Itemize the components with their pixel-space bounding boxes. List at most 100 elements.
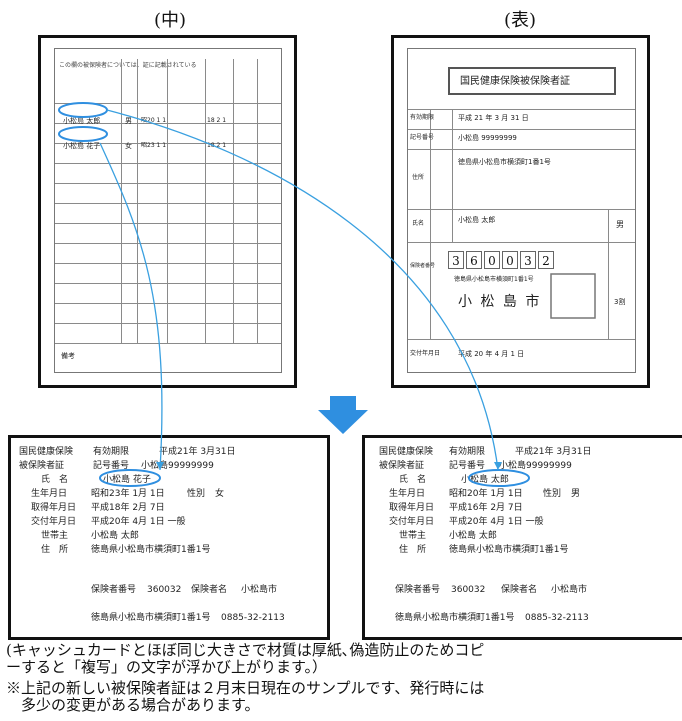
front-title-box: 国民健康保険被保険者証 [448,67,616,95]
caption-line-1: (キャッシュカードとほぼ同じ大きさで材質は厚紙､偽造防止のためコピ [6,641,485,659]
card-symbol-value: 小松島99999999 [499,461,572,471]
card-sex-label: 性別 [187,489,206,499]
insurer-digit: 3 [448,251,464,269]
front-issue-value: 平成 20 年 4 月 1 日 [458,350,525,358]
front-name-value: 小松島 太郎 [458,216,496,224]
card-expiry-label: 有効期限 [449,447,486,457]
back-row1-sex: 男 [125,117,132,125]
card-expiry-value: 平成21年 3月31日 [515,447,592,457]
card-title-1: 国民健康保険 [379,447,434,457]
card-insurer-no-label: 保険者番号 [91,585,137,595]
front-expiry-value: 平成 21 年 3 月 31 日 [458,114,529,122]
front-symbol-label: 記号番号 [410,134,435,141]
back-footer-label: 備考 [61,352,75,360]
insurer-digit: 2 [538,251,554,269]
back-row2-sex: 女 [125,142,132,150]
front-side-frame: 国民健康保険被保険者証 有効期限 平成 21 年 3 月 31 日 記号番号 小… [391,35,650,388]
card-qualify-value: 平成16年 2月 7日 [449,503,523,513]
card-footer-phone: 0885-32-2113 [221,613,285,623]
back-side-document: この欄の被保険者については、証に記載されている 小松島 太郎 男 昭20 1 1… [54,48,282,373]
front-expiry-label: 有効期限 [410,114,435,121]
front-insurer-number-label: 保険者番号 [410,263,436,269]
back-row1-date: 18 2 1 [207,117,227,124]
front-insurer-name: 小 松 島 市 [458,294,542,310]
card-birth-label: 生年月日 [31,489,68,499]
down-arrow-icon [318,396,368,434]
front-address-label: 住所 [412,174,425,181]
card-title-2: 被保険者証 [19,461,65,471]
card-insurer-name-value: 小松島市 [551,585,588,595]
card-insurer-no-label: 保険者番号 [395,585,441,595]
card-name-label: 氏 名 [41,475,69,485]
card-symbol-value: 小松島99999999 [141,461,214,471]
back-table-header: この欄の被保険者については、証に記載されている [59,62,197,69]
card-name-label: 氏 名 [399,475,427,485]
insurer-digit: 0 [484,251,500,269]
card-birth-value: 昭和20年 1月 1日 [449,489,523,499]
card-issue-label: 交付年月日 [31,517,77,527]
card-birth-value: 昭和23年 1月 1日 [91,489,165,499]
card-symbol-label: 記号番号 [93,461,130,471]
front-symbol-value: 小松島 99999999 [458,134,517,142]
front-sex-value: 男 [616,220,624,229]
back-side-frame: この欄の被保険者については、証に記載されている 小松島 太郎 男 昭20 1 1… [38,35,297,388]
card-name-value: 小松島 花子 [103,475,151,485]
back-row2-date: 18 2 1 [207,142,227,149]
card-issue-label: 交付年月日 [389,517,435,527]
card-footer-address: 徳島県小松島市横須町1番1号 [395,613,515,623]
front-seal [548,271,598,321]
front-side-document: 国民健康保険被保険者証 有効期限 平成 21 年 3 月 31 日 記号番号 小… [407,48,636,373]
insurer-digit: 6 [466,251,482,269]
front-side-label: (表) [503,10,537,31]
insurer-digit: 0 [502,251,518,269]
back-row1-birth: 昭20 1 1 [141,117,167,124]
card-head-label: 世帯主 [41,531,69,541]
back-row1-name: 小松島 太郎 [63,117,101,125]
card-birth-label: 生年月日 [389,489,426,499]
card-symbol-label: 記号番号 [449,461,486,471]
card-insurer-no-value: 360032 [451,585,486,595]
front-address-value: 徳島県小松島市横須町1番1号 [458,158,551,166]
card-address-value: 徳島県小松島市横須町1番1号 [91,545,211,555]
card-insurer-name-label: 保険者名 [191,585,228,595]
card-head-value: 小松島 太郎 [449,531,497,541]
card-insurer-name-value: 小松島市 [241,585,278,595]
caption-line-4: 多少の変更がある場合があります。 [6,696,260,714]
card-sex-value: 男 [571,489,581,499]
caption-line-3: ※上記の新しい被保険者証は２月末日現在のサンプルです、発行時には [6,679,485,697]
back-row2-name: 小松島 花子 [63,142,101,150]
back-row2-birth: 昭23 1 1 [141,142,167,149]
new-card-left: 国民健康保険 被保険者証 有効期限 平成21年 3月31日 記号番号 小松島99… [8,435,330,640]
card-head-value: 小松島 太郎 [91,531,139,541]
card-issue-value: 平成20年 4月 1日 一般 [91,517,186,527]
card-title-1: 国民健康保険 [19,447,74,457]
card-qualify-label: 取得年月日 [389,503,435,513]
new-card-right: 国民健康保険 被保険者証 有効期限 平成21年 3月31日 記号番号 小松島99… [362,435,682,640]
card-name-value: 小松島 太郎 [461,475,509,485]
front-insurer-number-boxes: 3 6 0 0 3 2 [448,251,554,269]
front-class-label: 3割 [614,298,626,306]
card-qualify-label: 取得年月日 [31,503,77,513]
front-issue-label: 交付年月日 [410,350,441,357]
card-insurer-no-value: 360032 [147,585,182,595]
card-address-value: 徳島県小松島市横須町1番1号 [449,545,569,555]
card-address-label: 住 所 [41,545,69,555]
card-insurer-name-label: 保険者名 [501,585,538,595]
caption-line-2: ーすると「複写」の文字が浮かび上がります。） [6,658,328,676]
card-expiry-label: 有効期限 [93,447,130,457]
card-qualify-value: 平成18年 2月 7日 [91,503,165,513]
card-issue-value: 平成20年 4月 1日 一般 [449,517,544,527]
card-title-2: 被保険者証 [379,461,425,471]
card-expiry-value: 平成21年 3月31日 [159,447,236,457]
insurer-digit: 3 [520,251,536,269]
front-title: 国民健康保険被保険者証 [460,76,570,87]
card-sex-value: 女 [215,489,225,499]
front-name-label: 氏名 [412,220,425,227]
front-insurer-address: 徳島県小松島市横須町1番1号 [454,276,534,283]
card-footer-phone: 0885-32-2113 [525,613,589,623]
card-sex-label: 性別 [543,489,562,499]
card-head-label: 世帯主 [399,531,427,541]
card-footer-address: 徳島県小松島市横須町1番1号 [91,613,211,623]
back-side-label: (中) [153,10,187,31]
card-address-label: 住 所 [399,545,427,555]
